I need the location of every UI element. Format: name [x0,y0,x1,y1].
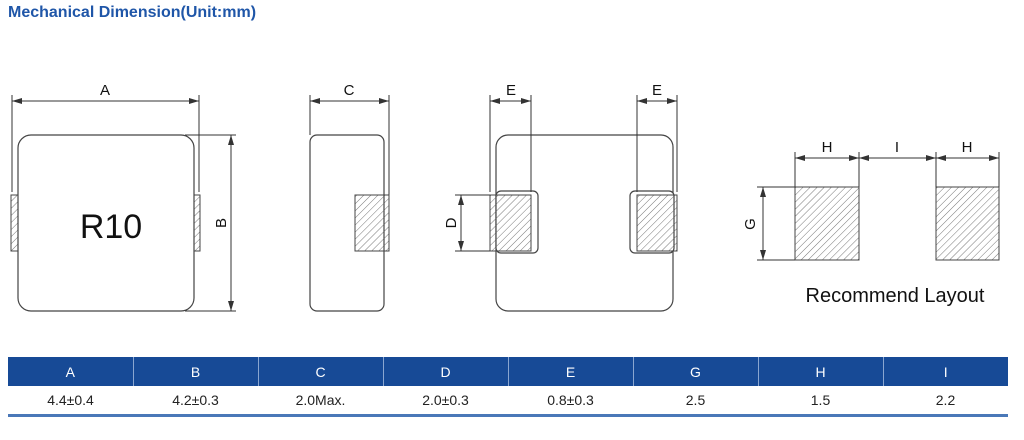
dim-label-e-left: E [506,82,516,99]
table-cell: 2.2 [883,386,1008,417]
table-cell: 2.5 [633,386,758,417]
section-title: Mechanical Dimension(Unit:mm) [8,4,257,21]
table-cell: 4.2±0.3 [133,386,258,417]
table-header: H [757,357,883,386]
table-cell: 2.0Max. [258,386,383,417]
layout-caption: Recommend Layout [806,285,985,307]
dim-label-a: A [100,82,110,99]
table-header: B [132,357,258,386]
part-marking: R10 [80,208,142,246]
dimension-table: A B C D E G H I 4.4±0.4 4.2±0.3 2.0Max. … [8,357,1008,417]
dim-label-c: C [344,82,355,99]
table-cell: 1.5 [758,386,883,417]
dim-label-e-right: E [652,82,662,99]
recommend-layout: H I H G Recommend Layout [742,139,1000,307]
top-view: A B R10 [10,82,236,312]
dim-label-b: B [213,218,230,228]
bottom-view: E E D [443,82,678,312]
side-view: C [309,82,390,312]
dim-label-h-left: H [822,139,833,156]
dim-label-d: D [443,217,460,228]
mechanical-drawing: A B R10 C E E D [10,82,1000,312]
dim-label-h-right: H [962,139,973,156]
table-header: C [257,357,383,386]
table-cell: 4.4±0.4 [8,386,133,417]
table-header: D [382,357,508,386]
dim-label-g: G [742,218,759,230]
table-header: G [632,357,758,386]
dim-label-i: I [895,139,899,156]
table-cell: 0.8±0.3 [508,386,633,417]
table-header: I [882,357,1008,386]
table-header: A [8,357,133,386]
table-header-row: A B C D E G H I [8,357,1008,386]
table-header: E [507,357,633,386]
table-cell: 2.0±0.3 [383,386,508,417]
table-row: 4.4±0.4 4.2±0.3 2.0Max. 2.0±0.3 0.8±0.3 … [8,386,1008,417]
